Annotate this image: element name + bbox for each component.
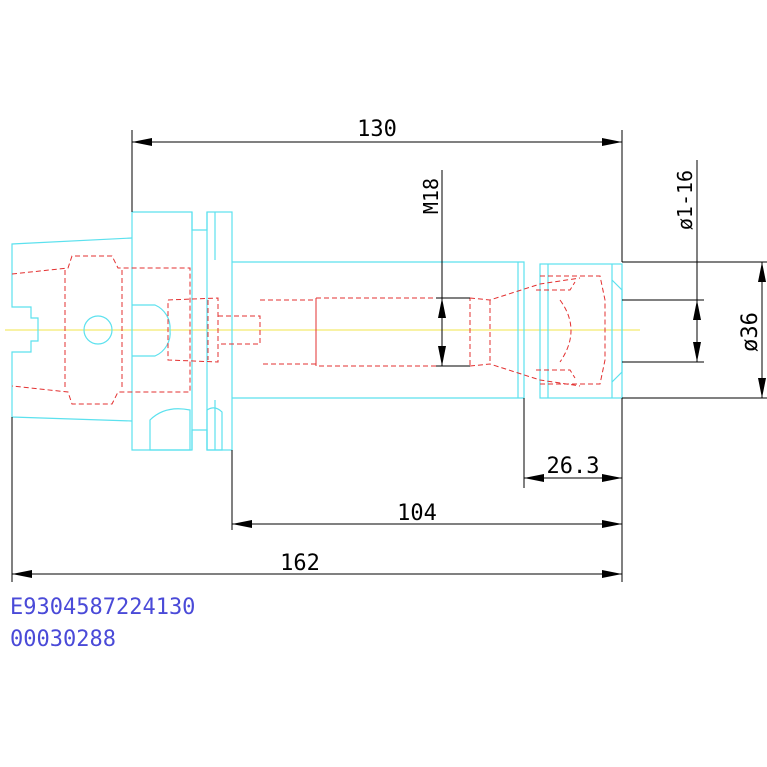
dim-130-label: 130 [357, 117, 397, 142]
keyway-slot-bottom [149, 408, 191, 451]
hidden-nut-inner [540, 275, 606, 385]
dim-m18-arrow-top [438, 298, 446, 318]
hidden-body-bore [260, 299, 317, 365]
hidden-flange-bore [167, 297, 219, 363]
article-number: E9304587224130 [10, 595, 195, 620]
dim-162-arrow-right [602, 570, 622, 578]
flange [131, 211, 193, 451]
dim-clamp-label: ø1-16 [673, 170, 697, 230]
keyway-slot-top [132, 304, 171, 357]
hidden-thread [315, 297, 471, 367]
body [232, 261, 525, 399]
dim-162-arrow-left [12, 570, 32, 578]
dim-130-arrow-left [132, 138, 152, 146]
dim-104-arrow-left [232, 520, 252, 528]
keyway-slot-ring [206, 407, 223, 451]
hidden-nut-thread-top [536, 281, 576, 291]
item-number: 00030288 [10, 627, 116, 652]
dimension-labels: 130 M18 ø1-16 ø36 26.3 104 162 [280, 117, 763, 576]
dim-104-label: 104 [397, 501, 437, 526]
dim-36-arrow-bottom [758, 378, 766, 398]
dim-36-label: ø36 [738, 312, 763, 352]
hidden-taper-top [469, 277, 581, 301]
flange-groove-bottom [191, 429, 208, 450]
flange-ring [206, 211, 233, 451]
taper-shank [11, 237, 133, 422]
info-block: E9304587224130 00030288 [10, 595, 195, 652]
dim-26-arrow-left [524, 474, 544, 482]
dim-clamp-arrow-top [693, 300, 701, 320]
holder-outline [11, 211, 623, 451]
hidden-taper-bottom [469, 363, 581, 387]
hidden-collet-face [559, 299, 572, 363]
dim-m18-arrow-bottom [438, 346, 446, 366]
hidden-shank-bore [11, 255, 191, 405]
dim-m18-label: M18 [419, 178, 443, 214]
dim-104-arrow-right [602, 520, 622, 528]
drive-hole [83, 315, 113, 345]
hidden-lines [11, 255, 606, 405]
collet-nut [539, 263, 623, 399]
collet-nut-chamfer [611, 279, 623, 383]
dim-130-arrow-right [602, 138, 622, 146]
dim-clamp-arrow-bottom [693, 342, 701, 362]
flange-groove-top [191, 212, 208, 231]
dim-162-label: 162 [280, 551, 320, 576]
hidden-coolant [218, 315, 261, 345]
dim-26-label: 26.3 [547, 454, 600, 479]
dim-36-arrow-top [758, 262, 766, 282]
hidden-nut-thread-bottom [536, 369, 576, 379]
dim-26-arrow-right [602, 474, 622, 482]
dimension-lines [11, 130, 767, 582]
